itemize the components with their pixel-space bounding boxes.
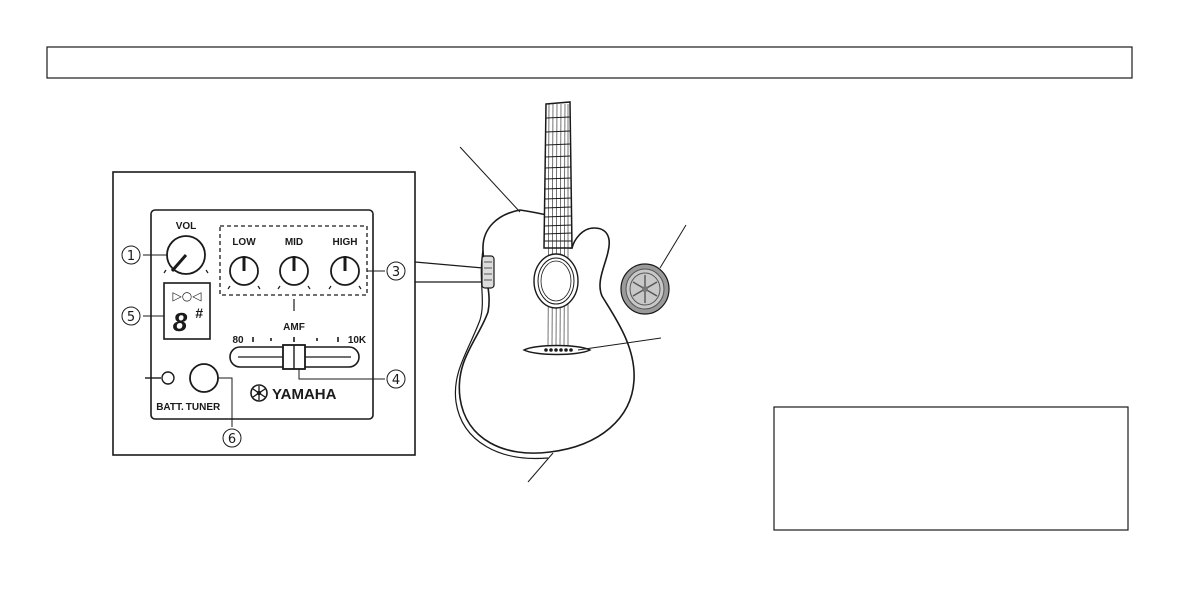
yamaha-emblem-icon — [620, 263, 670, 315]
note-box — [773, 406, 1129, 531]
yamaha-logo-icon — [250, 384, 268, 402]
leader-bridge — [577, 337, 662, 351]
callout-1: 1 — [121, 245, 141, 265]
callout-5: 5 — [121, 306, 141, 326]
tuner-label: TUNER — [186, 402, 221, 413]
callout-4: 4 — [386, 369, 406, 389]
sound-hole — [533, 253, 579, 309]
amf-scale-ticks — [252, 337, 339, 342]
amf-min-label: 80 — [232, 335, 244, 346]
tuner-display — [163, 282, 211, 340]
guitar-side-preamp — [481, 255, 495, 289]
low-label: LOW — [232, 237, 256, 248]
vol-knob[interactable] — [163, 235, 209, 275]
guitar-illustration — [454, 101, 635, 460]
brand-name: YAMAHA — [272, 386, 337, 403]
svg-text:5: 5 — [127, 310, 135, 325]
low-knob[interactable] — [227, 256, 261, 290]
callout-6: 6 — [222, 428, 242, 448]
tuner-sharp-sign: # — [195, 305, 203, 321]
vol-label: VOL — [176, 221, 197, 232]
callout-6-leader — [218, 377, 233, 427]
leader-emblem — [659, 224, 687, 269]
high-knob[interactable] — [328, 256, 362, 290]
guitar-body — [458, 209, 635, 454]
batt-label: BATT. — [156, 402, 184, 413]
control-panel-illustration: VOL 1 LOW MID HIGH — [112, 171, 416, 456]
svg-text:1: 1 — [127, 249, 135, 264]
leader-strap-pin — [459, 146, 521, 213]
svg-text:6: 6 — [228, 432, 236, 447]
high-label: HIGH — [333, 237, 358, 248]
panel-to-guitar-line-top — [414, 261, 484, 269]
mid-knob[interactable] — [277, 256, 311, 290]
callout-3: 3 — [386, 261, 406, 281]
mid-label: MID — [285, 237, 303, 248]
svg-text:3: 3 — [392, 265, 400, 280]
battery-led — [161, 371, 175, 385]
leader-bottom — [527, 452, 554, 483]
title-box — [46, 46, 1133, 79]
svg-text:4: 4 — [392, 373, 400, 388]
amf-label: AMF — [283, 322, 305, 333]
amf-slider-handle[interactable] — [282, 344, 306, 370]
tuner-note-digit: 8 — [173, 307, 188, 337]
bridge-pins — [544, 348, 573, 352]
tuner-indicator-symbols: ▷○◁ — [173, 289, 202, 303]
tuner-button[interactable] — [189, 363, 219, 393]
amf-max-label: 10K — [348, 335, 367, 346]
callout-4-leader — [298, 369, 385, 380]
eq-group-outline — [219, 225, 368, 296]
